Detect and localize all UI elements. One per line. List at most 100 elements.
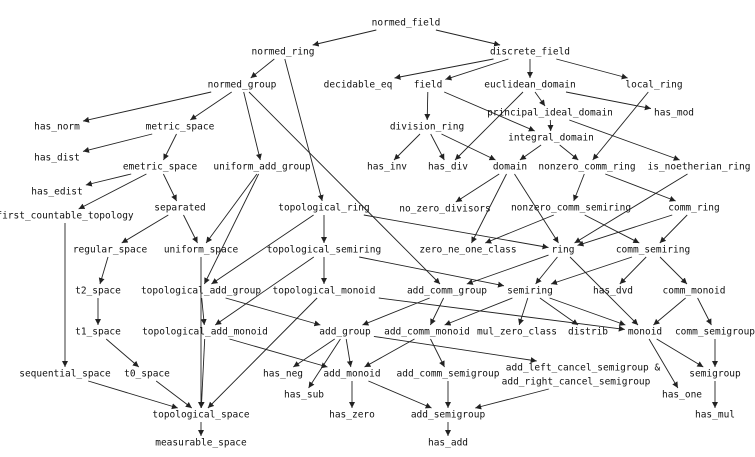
node-principal-ideal-domain: principal_ideal_domain <box>487 108 613 119</box>
edge-domain-to-no-zero-divisors <box>456 174 499 202</box>
edge-euclidean-domain-to-has-div <box>455 92 523 160</box>
node-has-mod: has_mod <box>654 108 694 119</box>
node-normed-ring: normed_ring <box>252 47 315 58</box>
edge-separated-to-uniform-space <box>184 215 198 243</box>
node-domain: domain <box>493 162 527 173</box>
edge-discrete-field-to-local-ring <box>556 59 627 78</box>
node-add-comm-semigroup: add_comm_semigroup <box>397 369 500 380</box>
node-add-left-cancel-semigroup: add_left_cancel_semigroup & <box>506 363 661 374</box>
edge-topological-add-monoid-to-topological-space <box>201 339 204 408</box>
edge-topological-ring-to-ring <box>364 215 549 248</box>
edge-nonzero-comm-semiring-to-zero-ne-one-class <box>485 215 554 243</box>
edge-regular-space-to-t2-space <box>100 257 108 284</box>
node-has-div: has_div <box>428 162 468 173</box>
node-topological-ring: topological_ring <box>278 203 370 214</box>
node-euclidean-domain: euclidean_domain <box>484 80 576 91</box>
node-comm-semigroup: comm_semigroup <box>675 327 755 338</box>
node-metric-space: metric_space <box>146 122 215 133</box>
edge-integral-domain-to-nonzero-comm-ring <box>560 145 579 160</box>
node-local-ring: local_ring <box>625 80 682 91</box>
edge-normed-group-to-uniform-add-group <box>244 92 261 160</box>
edge-add-comm-monoid-to-add-monoid <box>365 339 415 367</box>
node-monoid: monoid <box>628 327 662 338</box>
edge-comm-monoid-to-comm-semigroup <box>698 298 712 325</box>
node-zero-ne-one-class: zero_ne_one_class <box>419 245 516 256</box>
edge-topological-semiring-to-semiring <box>359 257 504 286</box>
edge-sequential-space-to-topological-space <box>88 381 178 408</box>
edge-integral-domain-to-domain <box>520 145 541 160</box>
node-add-group: add_group <box>319 327 371 338</box>
node-semiring: semiring <box>507 286 553 297</box>
node-has-sub: has_sub <box>284 390 324 401</box>
edge-normed-field-to-discrete-field <box>436 30 500 45</box>
edge-monoid-to-semigroup <box>657 339 704 367</box>
edge-comm-semiring-to-comm-monoid <box>660 257 687 284</box>
edge-emetric-space-to-first-countable-topology <box>79 174 147 209</box>
node-first-countable-topology: first_countable_topology <box>0 211 134 222</box>
edge-metric-space-to-emetric-space <box>164 134 177 160</box>
node-comm-monoid: comm_monoid <box>663 286 726 297</box>
edge-topological-add-group-to-topological-add-monoid <box>202 298 205 325</box>
edge-uniform-add-group-to-uniform-space <box>206 174 257 243</box>
node-measurable-space: measurable_space <box>155 438 247 449</box>
node-discrete-field: discrete_field <box>490 47 570 58</box>
edge-normed-group-to-metric-space <box>190 92 231 120</box>
edge-comm-ring-to-ring <box>578 215 673 245</box>
node-distrib: distrib <box>568 327 608 338</box>
node-decidable-eq: decidable_eq <box>324 80 393 91</box>
node-has-neg: has_neg <box>263 369 303 380</box>
edge-emetric-space-to-separated <box>163 174 176 201</box>
edge-division-ring-to-has-div <box>431 134 445 160</box>
node-sequential-space: sequential_space <box>19 369 111 380</box>
edge-division-ring-to-has-inv <box>394 134 420 160</box>
node-uniform-space: uniform_space <box>164 245 239 256</box>
node-division-ring: division_ring <box>390 122 464 133</box>
edge-ring-to-semiring <box>536 257 558 284</box>
edge-comm-semiring-to-semiring <box>551 257 632 284</box>
node-uniform-add-group: uniform_add_group <box>213 162 311 173</box>
node-t0-space: t0_space <box>124 369 170 380</box>
node-comm-ring: comm_ring <box>668 203 719 214</box>
edge-add-group-to-add-left-cancel-semigroup <box>374 336 537 361</box>
node-topological-semiring: topological_semiring <box>267 245 381 256</box>
edge-add-group-to-add-monoid <box>346 339 351 367</box>
edge-normed-ring-to-topological-ring <box>285 59 322 201</box>
edge-topological-add-group-to-add-group <box>226 298 321 325</box>
node-add-monoid: add_monoid <box>323 369 380 380</box>
edge-comm-monoid-to-monoid <box>653 298 685 325</box>
node-t1-space: t1_space <box>75 327 121 338</box>
node-layer: normed_field normed_ring discrete_fieldnor… <box>0 18 755 449</box>
node-normed-field: normed_field <box>372 18 441 29</box>
node-integral-domain: integral_domain <box>508 133 594 144</box>
edge-t0-space-to-topological-space <box>156 381 192 408</box>
node-topological-add-monoid: topological_add_monoid <box>142 327 268 338</box>
edge-uniform-add-group-to-topological-add-group <box>204 174 258 284</box>
node-has-one: has_one <box>662 390 702 401</box>
node-has-dvd: has_dvd <box>593 286 633 297</box>
node-has-mul: has_mul <box>695 410 735 421</box>
node-ring: ring <box>552 245 575 256</box>
node-add-semigroup: add_semigroup <box>411 410 486 421</box>
edge-field-to-division-ring <box>427 92 428 120</box>
node-add-comm-group: add_comm_group <box>407 286 487 297</box>
node-normed-group: normed_group <box>208 80 277 91</box>
edge-euclidean-domain-to-has-mod <box>566 92 651 109</box>
node-nonzero-comm-ring: nonzero_comm_ring <box>538 162 635 173</box>
edge-normed-ring-to-normed-group <box>251 59 275 78</box>
node-nonzero-comm-semiring: nonzero_comm_semiring <box>511 203 631 214</box>
edge-division-ring-to-domain <box>442 134 496 160</box>
edge-topological-monoid-to-monoid <box>379 298 625 329</box>
node-regular-space: regular_space <box>73 245 148 256</box>
node-field: field <box>414 80 443 91</box>
node-t2-space: t2_space <box>75 286 121 297</box>
edge-add-monoid-to-add-semigroup <box>368 381 431 408</box>
edge-add-comm-group-to-add-comm-monoid <box>430 298 443 325</box>
edge-add-comm-group-to-add-group <box>362 298 429 325</box>
node-topological-add-group: topological_add_group <box>141 286 261 297</box>
node-has-zero: has_zero <box>329 410 375 421</box>
node-mul-zero-class: mul_zero_class <box>477 327 557 338</box>
edge-ring-to-add-comm-group <box>467 255 549 284</box>
node-add-right-cancel-semigroup: add_right_cancel_semigroup <box>502 377 651 388</box>
edge-euclidean-domain-to-principal-ideal-domain <box>535 92 545 106</box>
